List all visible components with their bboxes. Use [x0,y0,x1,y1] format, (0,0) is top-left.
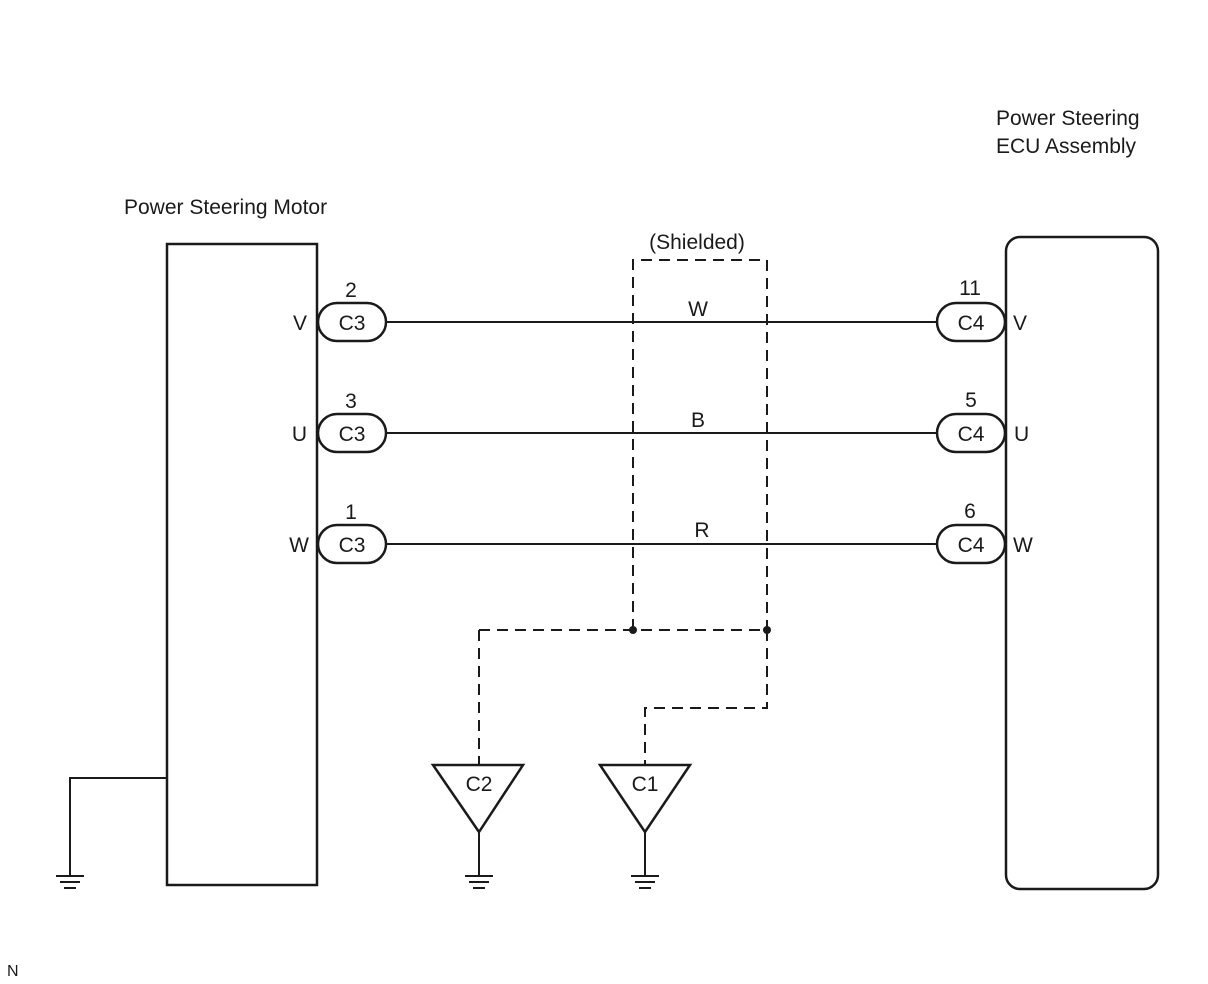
connector-c3 [316,523,388,565]
connector-label: C4 [958,312,985,335]
ecu-pin-w: 6 C4 W [935,500,1033,565]
ecu-pin-v: 11 C4 V [935,277,1027,343]
ecu-title-line1: Power Steering [996,107,1140,130]
ecu-terminal-label: U [1014,423,1029,446]
motor-pin-number: 3 [345,390,357,413]
connector-label: C3 [339,423,366,446]
ground-point-c2: C2 [430,763,526,889]
motor-pin-number: 1 [345,501,357,524]
motor-terminal-label: V [293,312,307,335]
ground-label: C1 [632,773,659,796]
ecu-pin-number: 11 [959,277,981,300]
ecu-pin-number: 5 [965,389,977,412]
motor-pin-w: W 1 C3 [289,501,388,565]
ecu-terminal-label: W [1013,534,1033,557]
motor-terminal-label: W [289,534,309,557]
ground-point-c1: C1 [597,763,693,889]
ecu-terminal-label: V [1013,312,1027,335]
connector-c4 [935,412,1007,454]
wire-color-code: B [691,409,705,432]
wire-color-code: W [688,298,708,321]
motor-terminal-label: U [292,423,307,446]
motor-box [165,242,319,887]
connector-label: C4 [958,423,985,446]
ground-label: C2 [466,773,493,796]
connector-label: C3 [339,534,366,557]
ecu-pin-number: 6 [964,500,976,523]
motor-pin-u: U 3 C3 [292,390,388,454]
ecu-box [1004,235,1160,891]
connector-c3 [316,412,388,454]
corner-mark: N [7,963,19,980]
ecu-title-line2: ECU Assembly [996,135,1137,158]
connector-c3 [316,301,388,343]
motor-chassis-ground [56,777,167,889]
motor-pin-number: 2 [345,279,357,302]
connector-label: C4 [958,534,985,557]
connector-c4 [935,523,1007,565]
ecu-pin-u: 5 C4 U [935,389,1029,454]
motor-title: Power Steering Motor [124,196,327,219]
connector-c4 [935,301,1007,343]
connector-label: C3 [339,312,366,335]
shield-outline [478,259,771,765]
shield-label: (Shielded) [649,231,745,254]
wire-color-code: R [694,519,709,542]
motor-pin-v: V 2 C3 [293,279,388,343]
